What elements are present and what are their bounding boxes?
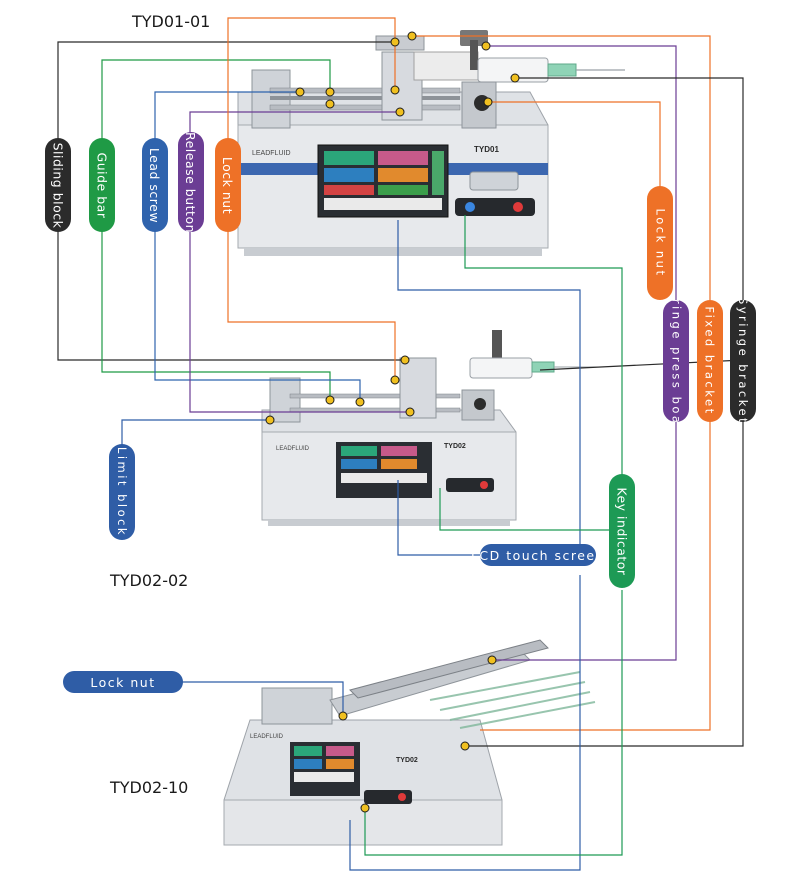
model-label-tyd01-01: TYD01-01 <box>132 12 211 31</box>
label-guide-bar: Guide bar <box>89 138 115 232</box>
line-lcd-bottom <box>349 575 581 871</box>
label-limit-block-text: Limit block <box>115 446 129 538</box>
line-release-button <box>189 111 400 140</box>
line-lcd-touch-screen-2 <box>397 480 482 556</box>
line-sliding-block <box>57 41 395 140</box>
label-release-button-text: Release button <box>183 132 199 232</box>
label-lead-screw-text: Lead screw <box>147 147 163 223</box>
label-guide-bar-text: Guide bar <box>94 152 110 218</box>
device-model-bottom: TYD02 <box>396 757 418 764</box>
label-sliding-block-text: Sliding block <box>50 142 66 228</box>
line-syringe-bracket-2 <box>465 420 744 747</box>
device-brand-middle: LEADFLUID <box>276 446 310 452</box>
label-lock-nut-bottom-text: Lock nut <box>90 674 156 690</box>
label-lock-nut-left-text: Lock nut <box>220 156 236 214</box>
label-lock-nut-left: Lock nut <box>215 138 241 232</box>
line-lcd-touch-screen <box>397 220 581 555</box>
device-tyd02-02: TYD02 LEADFLUID <box>261 330 600 526</box>
device-brand-top: LEADFLUID <box>252 150 291 157</box>
model-label-tyd02-10: TYD02-10 <box>110 778 189 797</box>
line-guide-bar <box>101 59 331 140</box>
label-syringe-bracket: Syringe bracket <box>730 300 756 422</box>
label-limit-block: Limit block <box>109 444 135 540</box>
device-model-top: TYD01 <box>474 145 499 154</box>
line-syringe-press-board-2 <box>492 420 677 661</box>
label-sliding-block: Sliding block <box>45 138 71 232</box>
label-fixed-bracket: Fixed bracket <box>697 300 723 422</box>
label-lead-screw: Lead screw <box>142 138 168 232</box>
label-lock-nut-bottom: Lock nut <box>63 671 183 693</box>
line-lead-screw-2 <box>154 230 361 402</box>
label-lcd-touch-screen-text: LCD touch screen <box>470 547 606 563</box>
line-lock-nut-right <box>488 101 661 190</box>
line-guide-bar-2 <box>101 230 331 400</box>
line-lock-nut-left <box>227 17 396 140</box>
label-lock-nut-right-text: Lock nut <box>653 208 667 278</box>
model-label-tyd02-02: TYD02-02 <box>110 571 189 590</box>
label-fixed-bracket-text: Fixed bracket <box>703 306 717 416</box>
line-syringe-bracket <box>515 77 744 300</box>
device-model-middle: TYD02 <box>444 443 466 450</box>
device-tyd02-10: TYD02 LEADFLUID <box>223 639 596 846</box>
label-lock-nut-right: Lock nut <box>647 186 673 300</box>
line-lock-nut-left-2 <box>227 230 396 380</box>
line-release-button-2 <box>189 230 410 413</box>
label-lcd-touch-screen: LCD touch screen <box>471 544 604 566</box>
leader-lines <box>57 17 744 871</box>
line-fixed-bracket-2 <box>480 420 711 731</box>
line-key-indicator <box>464 215 623 478</box>
line-fixed-bracket <box>412 35 711 300</box>
label-release-button: Release button <box>178 132 204 232</box>
label-syringe-press-board: Syringe press board <box>663 300 689 422</box>
marker-dots <box>265 31 520 813</box>
label-key-indicator-text: Key indicator <box>614 486 630 576</box>
line-lead-screw <box>154 91 300 140</box>
line-syringe-press-board <box>486 45 677 300</box>
label-syringe-bracket-text: Syringe bracket <box>736 300 750 422</box>
line-key-indicator-3 <box>364 590 623 856</box>
line-lock-nut-bottom <box>182 681 344 716</box>
device-brand-bottom: LEADFLUID <box>250 734 284 740</box>
line-limit-block <box>121 419 270 448</box>
label-key-indicator: Key indicator <box>609 474 635 588</box>
line-sliding-block-2 <box>57 230 405 361</box>
label-syringe-press-board-text: Syringe press board <box>669 300 684 422</box>
device-tyd01-01: TYD01 LEADFLUID <box>237 30 625 256</box>
